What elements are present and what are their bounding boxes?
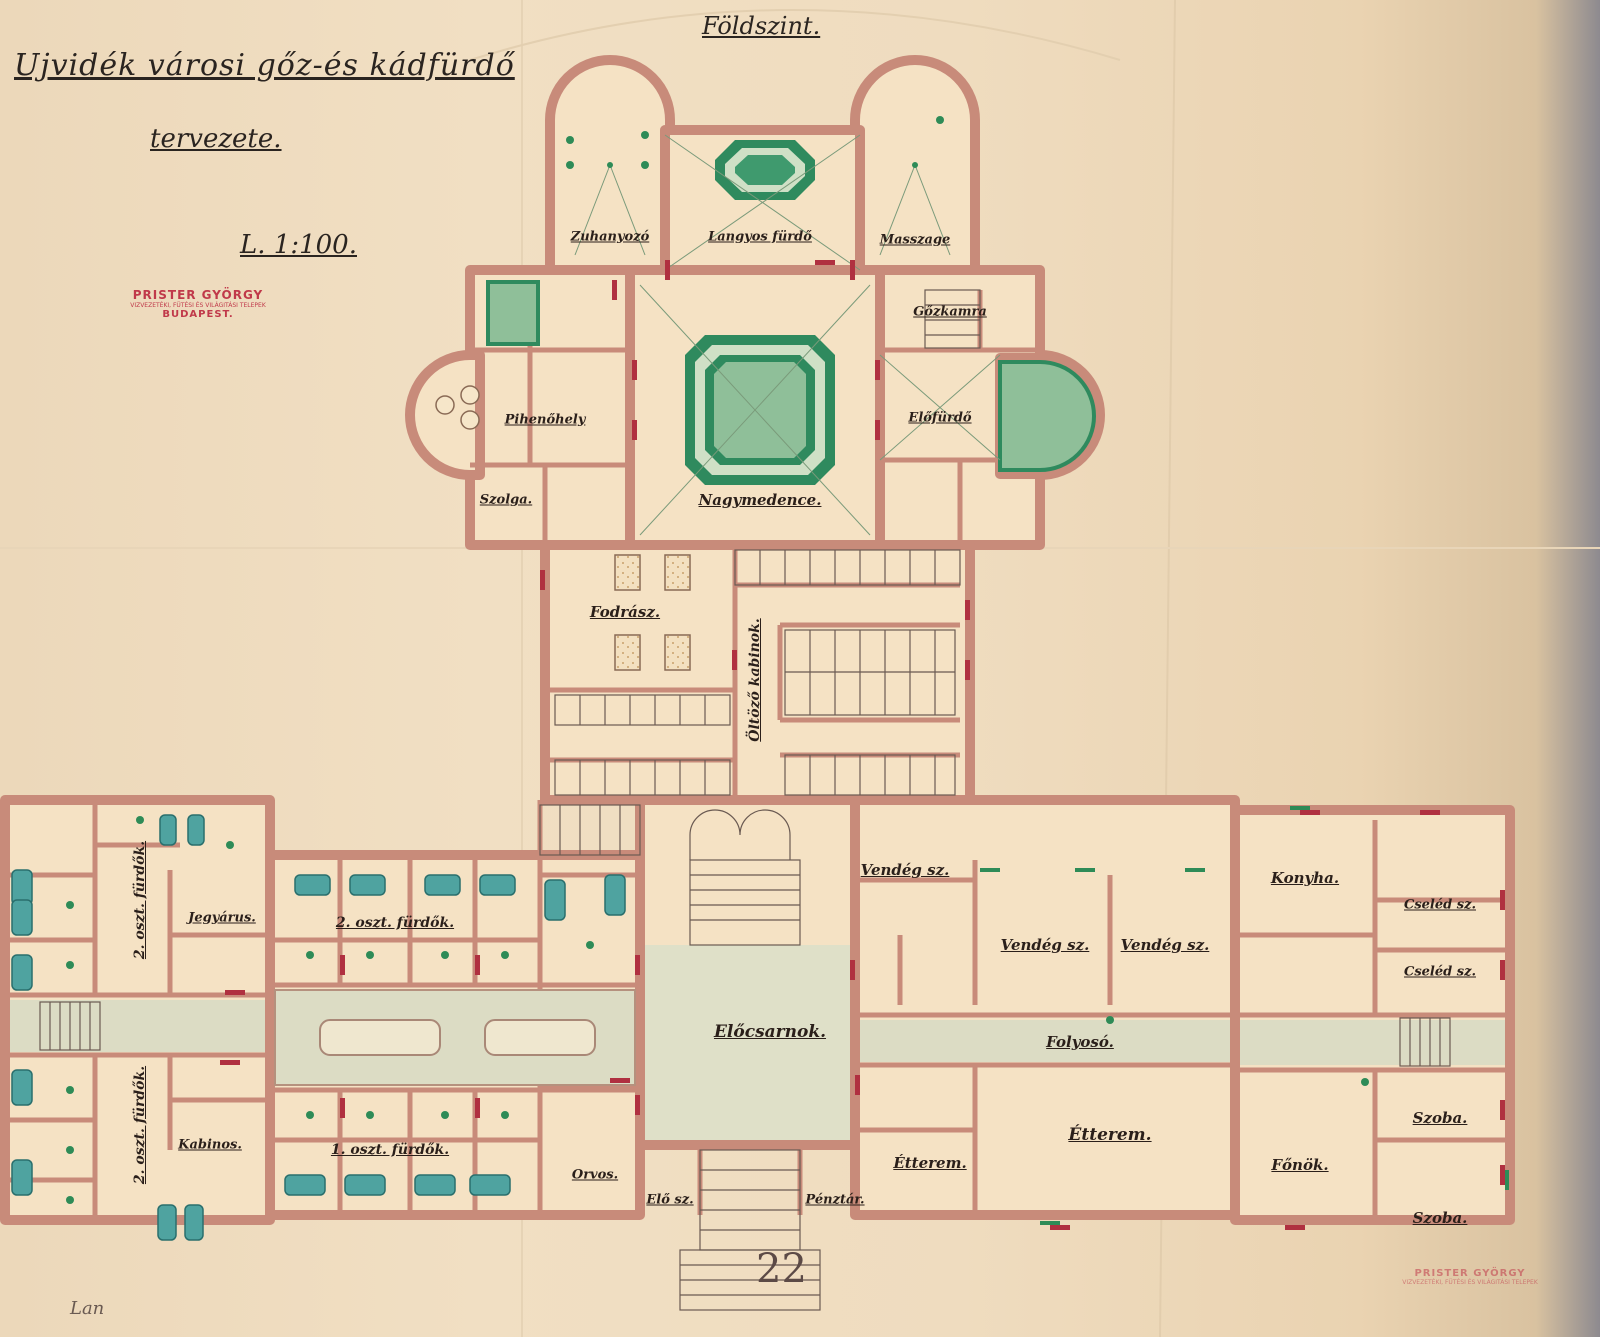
room-label-oltozo-kabinok: Öltöző kabinok. (747, 618, 763, 742)
right-guest-block (850, 795, 1240, 1220)
eloesarnok-floor (645, 945, 850, 1140)
nagymedence-pool (685, 335, 835, 485)
door-markers (220, 260, 1505, 1230)
elofurdo-pool (998, 360, 1096, 472)
room-label-folyoso: Folyosó. (1046, 1033, 1114, 1051)
room-label-2oszt-furdok-lower: 2. oszt. fürdők. (132, 1065, 148, 1185)
room-label-fonok: Főnök. (1271, 1156, 1329, 1174)
left-side-apse (405, 350, 485, 480)
plan-subtitle: tervezete. (150, 124, 282, 154)
plan-title: Ujvidék városi gőz-és kádfürdő (14, 48, 515, 83)
room-label-konyha: Konyha. (1270, 869, 1340, 887)
room-label-etterem-large: Étterem. (1068, 1125, 1152, 1145)
room-label-cseled-2: Cseléd sz. (1404, 964, 1476, 980)
room-label-elo-sz: Elő sz. (646, 1192, 694, 1208)
shower-lines (574, 134, 1001, 536)
room-label-szoba-1: Szoba. (1412, 1109, 1468, 1127)
room-label-masszazs: Masszage (879, 232, 951, 248)
bench-left (319, 1019, 441, 1056)
langyos-pool (715, 140, 815, 200)
room-label-kabinos: Kabinos. (178, 1137, 242, 1153)
room-label-langyos-furdo: Langyos fürdő (708, 229, 812, 245)
prister-stamp-small: PRISTER GYÖRGY VIZVEZETÉKI, FÜTÉSI ÉS VI… (1370, 1268, 1570, 1286)
shower-heads (66, 116, 1369, 1204)
room-label-gozkamra: Gőzkamra (913, 304, 987, 320)
room-label-2oszt-furdok-upper: 2. oszt. fürdők. (132, 840, 148, 960)
floor-label: Földszint. (702, 12, 821, 40)
stamp-city: BUDAPEST. (162, 309, 234, 320)
room-label-jegyarus: Jegyárus. (188, 910, 256, 926)
stamp-small-name: PRISTER GYÖRGY (1414, 1268, 1526, 1279)
nagymedence-hall (625, 265, 885, 550)
room-label-pihenohely: Pihenőhely (504, 412, 586, 428)
left-apse-basins (435, 385, 480, 430)
room-label-vendeg-1: Vendég sz. (860, 861, 950, 879)
room-label-elofurdo: Előfürdő (908, 410, 972, 426)
small-pool-left (486, 280, 540, 346)
stamp-line2: VIZVEZETÉKI, FÜTÉSI ÉS VILÁGITÁSI TELEPE… (130, 302, 266, 309)
room-label-szolga: Szolga. (479, 492, 533, 508)
stamp-small-line2: VIZVEZETÉKI, FÜTÉSI ÉS VILÁGITÁSI TELEPE… (1402, 1279, 1538, 1286)
room-label-vendeg-2: Vendég sz. (1000, 936, 1090, 954)
window-markers (980, 806, 1509, 1225)
fodrasz-chairs (614, 554, 691, 671)
signature: Lan (70, 1298, 105, 1319)
room-label-1oszt-furdok: 1. oszt. fürdők. (330, 1142, 450, 1158)
cabin-grid (554, 549, 961, 796)
left-wing-corridor (10, 1000, 265, 1052)
room-label-orvos: Orvos. (571, 1167, 619, 1183)
room-label-eloesarnok: Előcsarnok. (713, 1022, 827, 1042)
prister-stamp: PRISTER GYÖRGY VIZVEZETÉKI, FÜTÉSI ÉS VI… (108, 288, 288, 320)
room-label-szoba-2: Szoba. (1412, 1209, 1468, 1227)
stamp-name: PRISTER GYÖRGY (132, 288, 264, 302)
room-label-zuhanyozo: Zuhanyozó (570, 229, 650, 245)
room-label-fodrasz: Fodrász. (589, 603, 661, 621)
room-label-nagymedence: Nagymedence. (698, 491, 822, 509)
room-label-vendeg-3: Vendég sz. (1120, 936, 1210, 954)
page-number: 22 (756, 1246, 807, 1292)
bench-right (484, 1019, 596, 1056)
room-label-penztar: Pénztár. (805, 1192, 865, 1208)
room-label-etterem-small: Étterem. (893, 1154, 967, 1172)
scale-label: L. 1:100. (240, 230, 357, 260)
service-corridor (1240, 1020, 1505, 1065)
fold-line (469, 9, 1121, 61)
stairs-group (39, 289, 1451, 1311)
room-label-2oszt-furdok-mid: 2. oszt. fürdők. (335, 915, 455, 931)
room-label-cseled-1: Cseléd sz. (1404, 897, 1476, 913)
bathtubs (11, 814, 626, 1241)
folyoso-corridor (860, 1020, 1230, 1062)
